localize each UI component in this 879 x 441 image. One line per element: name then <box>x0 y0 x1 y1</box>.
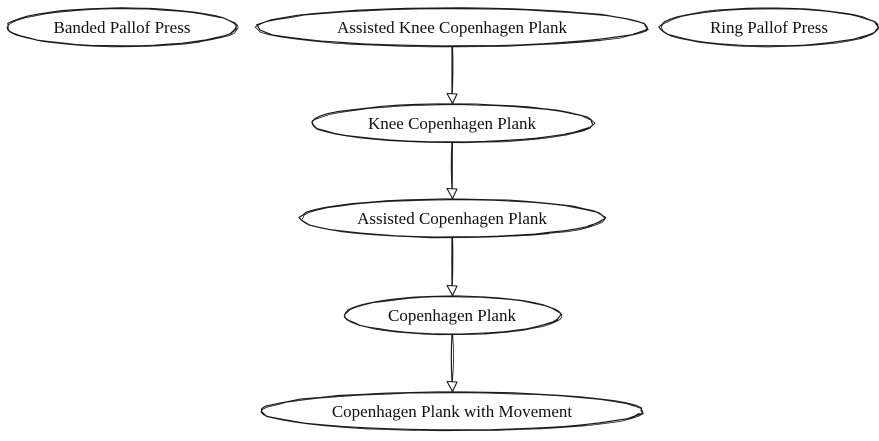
node-outline <box>343 295 562 335</box>
node-assisted-copenhagen-plank: Assisted Copenhagen Plank <box>298 198 607 239</box>
node-copenhagen-plank: Copenhagen Plank <box>343 295 563 336</box>
node-background <box>344 296 560 334</box>
edge-line <box>451 333 454 382</box>
arrow-head-icon <box>446 284 458 297</box>
node-ring-pallof-press: Ring Pallof Press <box>658 7 879 48</box>
node-background <box>256 8 648 46</box>
edge-line <box>451 45 454 94</box>
node-label: Assisted Copenhagen Plank <box>357 209 547 228</box>
edge-assisted-copenhagen-plank-to-copenhagen-plank <box>446 236 458 297</box>
node-label: Banded Pallof Press <box>54 18 191 37</box>
node-label: Ring Pallof Press <box>710 18 828 37</box>
edge-line <box>450 333 453 383</box>
node-assisted-knee-copenhagen-plank: Assisted Knee Copenhagen Plank <box>254 7 649 48</box>
edge-assisted-knee-copenhagen-plank-to-knee-copenhagen-plank <box>446 45 458 105</box>
nodes-layer: Banded Pallof Press Assisted Knee Copenha… <box>6 7 879 432</box>
node-label: Assisted Knee Copenhagen Plank <box>337 18 567 37</box>
node-outline <box>658 7 879 47</box>
node-label: Copenhagen Plank <box>388 306 516 325</box>
node-outline <box>300 199 607 239</box>
node-background <box>311 104 593 142</box>
arrow-head-icon <box>446 380 458 393</box>
node-outline <box>260 391 644 431</box>
node-label: Knee Copenhagen Plank <box>368 114 537 133</box>
arrow-head-icon <box>446 187 458 200</box>
node-outline <box>254 8 649 48</box>
arrow-head-icon <box>446 92 458 105</box>
edge-copenhagen-plank-to-copenhagen-plank-with-movement <box>446 333 458 393</box>
node-outline <box>344 296 563 336</box>
node-banded-pallof-press: Banded Pallof Press <box>6 7 239 48</box>
node-background <box>300 199 604 237</box>
edge-line <box>451 236 454 286</box>
node-outline <box>7 7 238 47</box>
node-outline <box>260 392 644 432</box>
node-background <box>261 392 643 430</box>
edges-layer <box>446 45 458 393</box>
node-knee-copenhagen-plank: Knee Copenhagen Plank <box>311 103 596 144</box>
node-outline <box>6 8 239 48</box>
node-outline <box>661 8 879 48</box>
edge-knee-copenhagen-plank-to-assisted-copenhagen-plank <box>446 141 458 200</box>
node-outline <box>298 198 607 238</box>
edge-line <box>450 141 453 190</box>
node-background <box>7 8 237 46</box>
node-label: Copenhagen Plank with Movement <box>332 402 573 421</box>
node-outline <box>311 104 596 144</box>
node-copenhagen-plank-with-movement: Copenhagen Plank with Movement <box>260 391 644 432</box>
node-background <box>660 8 878 46</box>
node-outline <box>311 103 594 143</box>
